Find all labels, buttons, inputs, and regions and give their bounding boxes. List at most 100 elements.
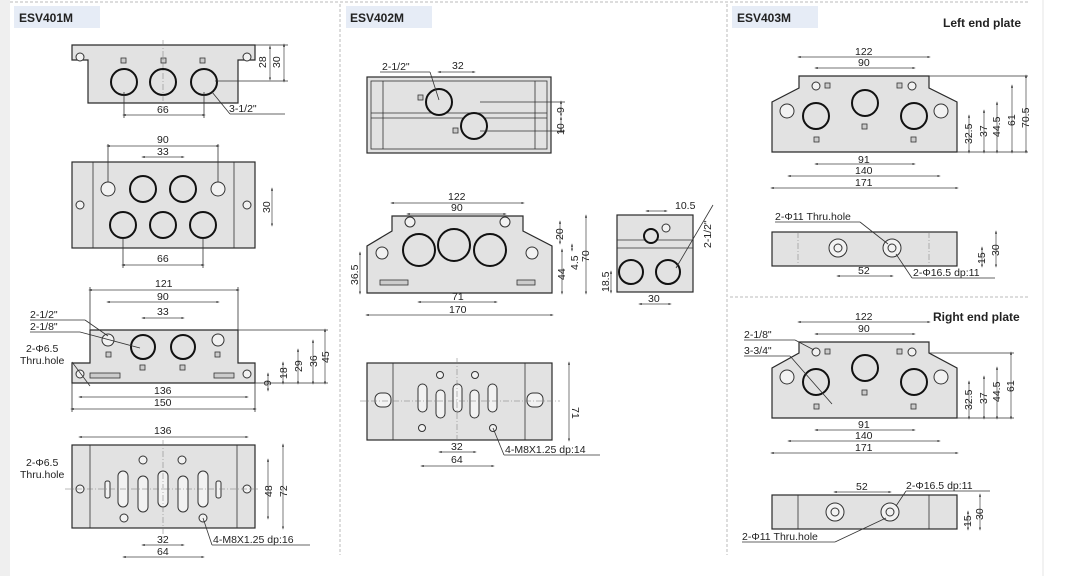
dim-136: 136 <box>154 425 172 437</box>
dim-91: 91 <box>858 154 870 166</box>
dim-4-5: 4.5 <box>569 255 581 270</box>
dim-36: 36 <box>308 355 320 367</box>
hole-label: 2-Φ6.5 <box>26 343 58 355</box>
counterbore-label: 2-Φ16.5 dp:11 <box>906 480 973 492</box>
dim-32-5: 32.5 <box>963 389 975 410</box>
dim-32: 32 <box>157 534 169 546</box>
dim-10: 10 <box>555 123 567 135</box>
dim-66: 66 <box>157 104 169 116</box>
dim-52: 52 <box>856 481 868 493</box>
dim-30: 30 <box>261 201 273 213</box>
port-label: 2-1/2" <box>702 220 714 248</box>
port-label: 2-1/2" <box>382 61 410 73</box>
port-label-3-4: 3-3/4" <box>744 345 772 357</box>
dim-71: 71 <box>452 291 464 303</box>
dim-122: 122 <box>855 46 873 58</box>
dim-30: 30 <box>974 508 986 520</box>
left-margin-strip <box>0 0 10 576</box>
counterbore-label: 2-Φ16.5 dp:11 <box>913 267 980 279</box>
hole-label: 2-Φ11 Thru.hole <box>775 211 851 223</box>
port-label-1-2: 2-1/2" <box>30 309 58 321</box>
dim-44-5: 44.5 <box>991 381 1003 402</box>
port-size-label: 3-1/2" <box>229 103 257 115</box>
esv402m-section: ESV402M 2-1/2" 32 9 10 122 90 <box>346 6 714 468</box>
dim-64: 64 <box>157 546 169 558</box>
dim-122: 122 <box>855 311 873 323</box>
dim-9: 9 <box>262 380 274 386</box>
dim-30: 30 <box>271 56 283 68</box>
right-end-plate-label: Right end plate <box>933 310 1020 324</box>
thread-label: 4-M8X1.25 dp:16 <box>213 534 294 546</box>
section-title: ESV403M <box>737 11 791 25</box>
dim-20: 20 <box>554 228 566 240</box>
dim-18-5: 18.5 <box>600 271 612 292</box>
esv401m-top-view: 66 28 30 3-1/2" <box>71 40 288 118</box>
esv403m-section: ESV403M Left end plate 122 90 91 140 171… <box>732 6 1032 543</box>
dim-29: 29 <box>293 360 305 372</box>
dim-52: 52 <box>858 265 870 277</box>
port-label-1-8: 2-1/8" <box>30 321 58 333</box>
dim-171: 171 <box>855 442 873 454</box>
dim-170: 170 <box>449 304 467 316</box>
dim-32: 32 <box>451 441 463 453</box>
dim-140: 140 <box>855 165 873 177</box>
hole-label: 2-Φ6.5 <box>26 457 58 469</box>
dim-44: 44 <box>556 268 568 280</box>
port-label-1-8: 2-1/8" <box>744 329 772 341</box>
right-end-plate-front: 122 90 91 140 171 32.5 37 44.5 61 2-1/8"… <box>744 311 1017 455</box>
dim-44-5: 44.5 <box>991 116 1003 137</box>
dim-33: 33 <box>157 306 169 318</box>
esv402m-top-view: 2-1/2" 32 9 10 <box>366 60 567 154</box>
dim-66: 66 <box>157 253 169 265</box>
dim-140: 140 <box>855 430 873 442</box>
left-end-plate-side: 2-Φ11 Thru.hole 52 2-Φ16.5 dp:11 15 30 <box>771 211 1002 279</box>
esv402m-front-view: 122 90 71 170 36.5 20 44 4.5 70 <box>349 191 592 317</box>
dim-61: 61 <box>1006 114 1018 126</box>
dim-90: 90 <box>157 291 169 303</box>
left-end-plate-label: Left end plate <box>943 16 1021 30</box>
dim-91: 91 <box>858 419 870 431</box>
dim-10-5: 10.5 <box>675 200 696 212</box>
dim-9: 9 <box>555 107 567 113</box>
title-bg <box>732 6 818 28</box>
dim-70-5: 70.5 <box>1020 107 1032 128</box>
esv401m-section: ESV401M 66 28 30 3-1/2" <box>14 6 332 559</box>
esv402m-bottom-view: 71 32 64 4-M8X1.25 dp:14 <box>360 358 600 468</box>
dim-71: 71 <box>569 407 581 419</box>
hole-label-thru: Thru.hole <box>20 469 65 481</box>
dim-90: 90 <box>451 202 463 214</box>
esv402m-side-view: 10.5 2-1/2" 18.5 30 <box>600 200 714 306</box>
dim-136: 136 <box>154 385 172 397</box>
dim-15: 15 <box>962 515 974 527</box>
dim-36-5: 36.5 <box>349 264 361 285</box>
dim-32: 32 <box>452 60 464 72</box>
right-end-plate-side: 52 2-Φ16.5 dp:11 2-Φ11 Thru.hole 15 30 <box>742 480 990 543</box>
dim-122: 122 <box>448 191 466 203</box>
dim-70: 70 <box>580 250 592 262</box>
dim-37: 37 <box>978 125 990 137</box>
dim-32-5: 32.5 <box>963 123 975 144</box>
dim-15: 15 <box>976 252 988 264</box>
dim-30: 30 <box>990 244 1002 256</box>
esv401m-bottom-view: 136 48 72 32 64 2-Φ6.5 Thru.hole 4-M8X1.… <box>20 425 310 559</box>
esv401m-front-view: 121 90 33 136 150 9 18 29 36 45 2-1/2" 2… <box>20 278 332 412</box>
dim-171: 171 <box>855 177 873 189</box>
dim-48: 48 <box>263 485 275 497</box>
dim-121: 121 <box>155 278 173 290</box>
dim-90: 90 <box>858 57 870 69</box>
title-bg <box>346 6 432 28</box>
dim-28: 28 <box>257 56 269 68</box>
section-title: ESV402M <box>350 11 404 25</box>
esv401m-plan-view: 90 33 66 30 <box>71 134 274 268</box>
dim-72: 72 <box>278 485 290 497</box>
dim-45: 45 <box>320 351 332 363</box>
dim-64: 64 <box>451 454 463 466</box>
section-title: ESV401M <box>19 11 73 25</box>
title-bg <box>14 6 100 28</box>
dim-90: 90 <box>858 323 870 335</box>
hole-label-thru: Thru.hole <box>20 355 65 367</box>
dim-37: 37 <box>978 392 990 404</box>
dim-61: 61 <box>1005 380 1017 392</box>
dim-90: 90 <box>157 134 169 146</box>
